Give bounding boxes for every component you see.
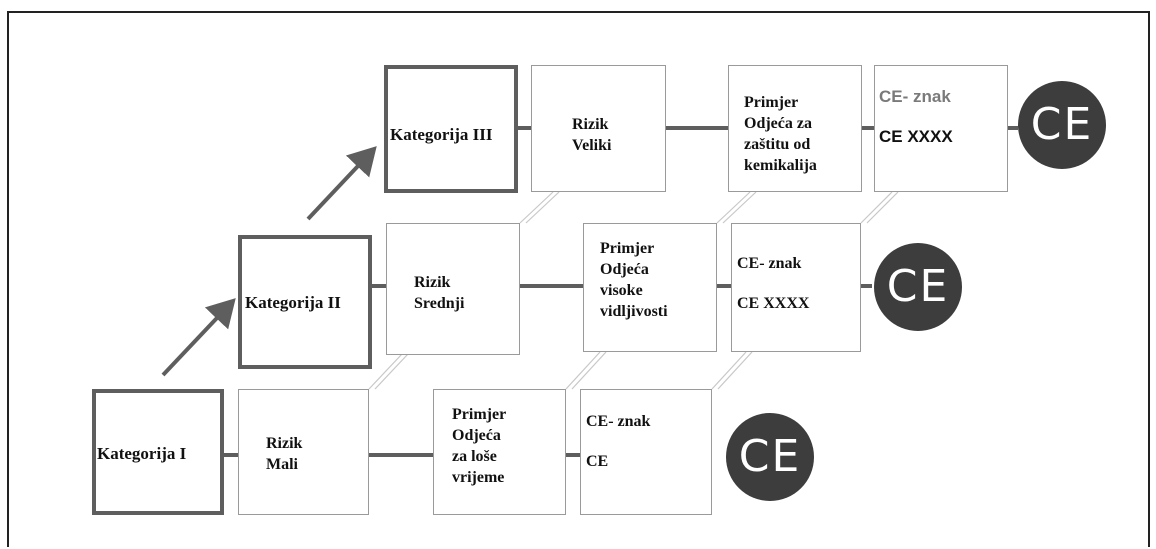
example-label: Primjer Odjeća visoke vidljivosti xyxy=(600,240,668,320)
ce-mark-icon: CE xyxy=(726,413,814,501)
ce-mark-label: CE- znak CE XXXX xyxy=(879,67,953,167)
risk-box xyxy=(531,65,666,192)
ce-mark-box xyxy=(874,65,1008,192)
ce-mark-line2: CE XXXX xyxy=(737,295,810,312)
ce-mark-icon: CE xyxy=(1018,81,1106,169)
risk-box xyxy=(238,389,369,515)
ce-mark-icon: CE xyxy=(874,243,962,331)
ce-mark-box xyxy=(731,223,861,352)
example-box xyxy=(728,65,862,192)
ce-mark-line2: CE XXXX xyxy=(879,127,953,146)
ce-mark-label: CE- znak CE XXXX xyxy=(737,234,809,334)
example-box xyxy=(583,223,717,352)
ce-mark-line2: CE xyxy=(586,453,609,470)
depth-lines xyxy=(368,191,899,390)
arrow-up-right-icon xyxy=(306,146,377,221)
ce-mark-line1: CE- znak xyxy=(586,413,651,430)
ce-mark-line1: CE- znak xyxy=(737,255,802,272)
ce-mark-box xyxy=(580,389,712,515)
category-box xyxy=(92,389,224,515)
ce-mark-line1: CE- znak xyxy=(879,87,951,106)
ce-mark-label: CE- znak CE xyxy=(586,392,650,492)
risk-label: Rizik Mali xyxy=(266,435,303,473)
category-box xyxy=(238,235,372,369)
example-label: Primjer Odjeća za loše vrijeme xyxy=(452,406,507,486)
risk-box xyxy=(386,223,520,355)
risk-label: Rizik Srednji xyxy=(414,274,465,312)
arrow-up-right-icon xyxy=(161,298,236,377)
figure-frame xyxy=(7,11,1150,547)
risk-label: Rizik Veliki xyxy=(572,116,612,154)
example-label: Primjer Odjeća za zaštitu od kemikalija xyxy=(744,94,817,174)
category-label: Kategorija II xyxy=(245,293,341,312)
category-box xyxy=(384,65,518,193)
category-label: Kategorija I xyxy=(97,444,187,463)
category-label: Kategorija III xyxy=(390,125,493,144)
example-box xyxy=(433,389,566,515)
